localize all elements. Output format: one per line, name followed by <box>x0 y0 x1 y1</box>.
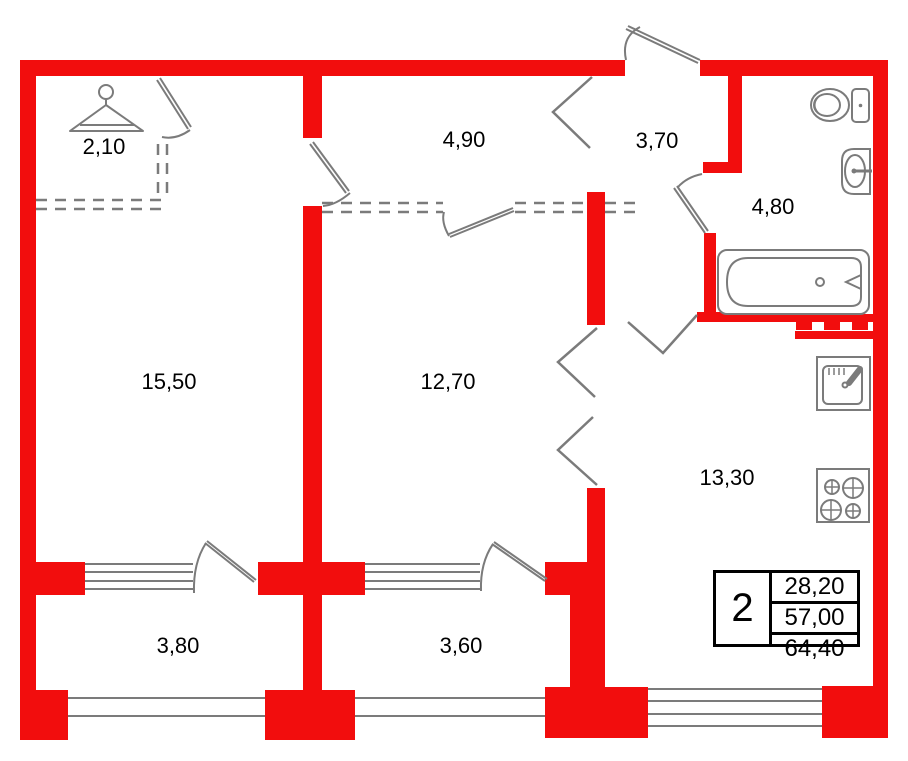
wall <box>570 595 605 687</box>
burner <box>842 477 864 499</box>
summary-total-area: 64,40 <box>784 635 845 662</box>
wall <box>587 192 605 325</box>
room-label-living-room: 15,50 <box>141 369 197 394</box>
wardrobe-zone-boundary <box>36 144 169 211</box>
balcony-window-left <box>85 563 193 590</box>
wardrobe-door <box>156 77 192 139</box>
balcony-railing <box>68 697 545 717</box>
room-label-bedroom: 12,70 <box>420 369 476 394</box>
room-label-kitchen: 13,30 <box>699 465 755 490</box>
summary-floor-area: 57,00 <box>772 604 857 635</box>
living-room-door <box>309 141 351 207</box>
toilet-icon <box>810 88 870 123</box>
wall <box>545 562 605 595</box>
opening-marker <box>556 416 598 486</box>
wall <box>265 690 355 740</box>
dashed-boundaries <box>36 144 640 214</box>
bathroom-door <box>673 173 709 234</box>
room-label-entry: 3,70 <box>635 128 679 153</box>
wall <box>697 314 888 322</box>
vent-shaft <box>795 322 873 339</box>
balcony-window-right <box>365 563 480 590</box>
windows <box>68 563 822 727</box>
fixtures <box>69 84 872 523</box>
opening-markers <box>551 76 698 486</box>
summary-living-area: 28,20 <box>772 573 857 604</box>
room-label-bathroom: 4,80 <box>751 194 795 219</box>
burner <box>845 503 861 519</box>
bathtub-icon <box>717 249 870 315</box>
wall <box>822 686 888 738</box>
balcony-door-left <box>192 540 257 594</box>
wall <box>700 60 888 76</box>
wall <box>873 60 888 738</box>
wall <box>20 60 36 740</box>
wall <box>728 76 742 162</box>
kitchen-window <box>648 688 822 727</box>
bedroom-door <box>442 207 515 238</box>
entrance-door <box>624 25 701 64</box>
stove-icon <box>816 468 870 523</box>
summary-table: 2 28,20 57,00 64,40 <box>713 570 860 662</box>
burner <box>824 479 840 495</box>
washbasin-icon <box>841 148 872 195</box>
opening-marker <box>551 76 593 149</box>
doors <box>156 25 709 594</box>
room-label-balcony-right: 3,60 <box>439 633 483 658</box>
wall <box>545 687 648 738</box>
opening-marker <box>556 327 598 398</box>
room-label-wardrobe: 2,10 <box>82 134 126 159</box>
kitchen-sink-icon <box>816 356 871 411</box>
walls <box>20 60 888 740</box>
room-label-balcony-left: 3,80 <box>156 633 200 658</box>
hanger-icon <box>69 84 144 132</box>
room-label-hallway: 4,90 <box>442 127 486 152</box>
wall <box>587 488 605 562</box>
wall <box>258 562 365 595</box>
wall <box>303 206 322 562</box>
balcony-door-right <box>479 541 548 592</box>
opening-marker <box>627 314 698 355</box>
wall <box>704 233 716 313</box>
wall <box>20 562 85 595</box>
wall <box>303 76 322 138</box>
wall <box>703 162 742 173</box>
burner <box>820 499 842 521</box>
wall <box>303 595 322 695</box>
hallway-zone-boundary <box>322 201 640 214</box>
summary-rooms-count: 2 <box>716 573 772 644</box>
wall <box>20 690 68 740</box>
wall <box>20 60 625 76</box>
